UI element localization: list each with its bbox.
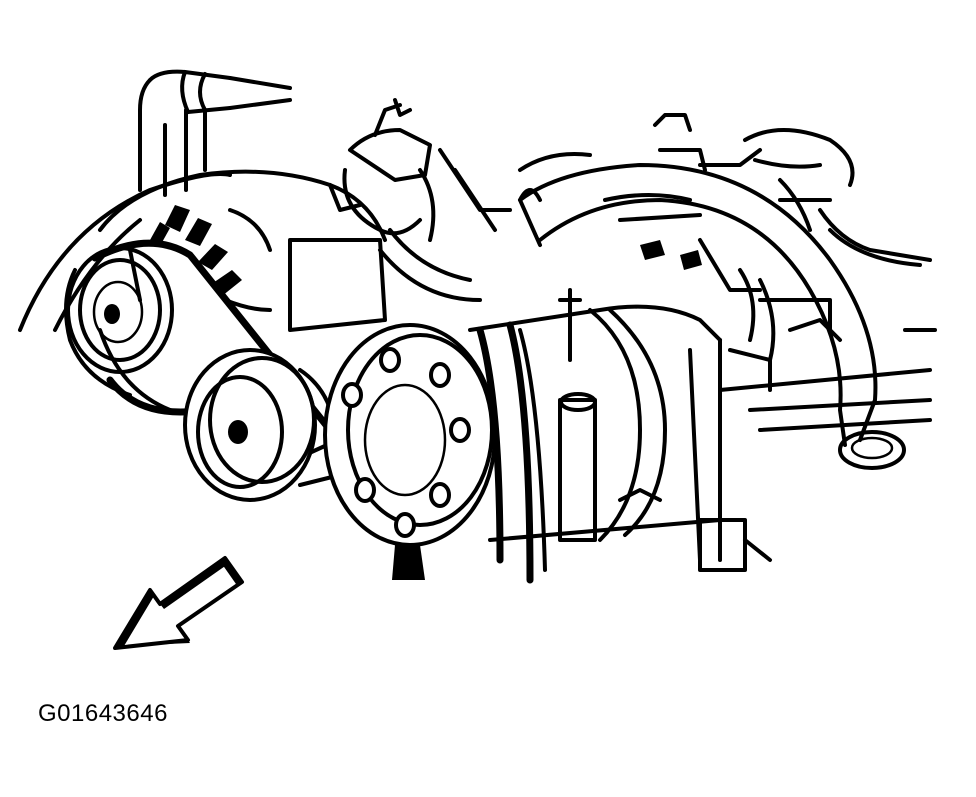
serpentine-belt [91,239,547,584]
arrow-down-left-icon [113,556,244,650]
alternator-pulley [64,246,174,397]
fender-outline [18,172,232,332]
heater-hose [518,163,906,470]
ac-compressor-body [468,288,772,572]
idler-pulley [183,348,337,502]
figure-code: G01643646 [38,700,168,727]
engine-block-right [718,298,937,432]
water-pump-housing [342,98,512,302]
upper-right-components [518,113,932,362]
ac-compressor-clutch [323,323,497,580]
upper-coolant-hose [138,69,292,197]
